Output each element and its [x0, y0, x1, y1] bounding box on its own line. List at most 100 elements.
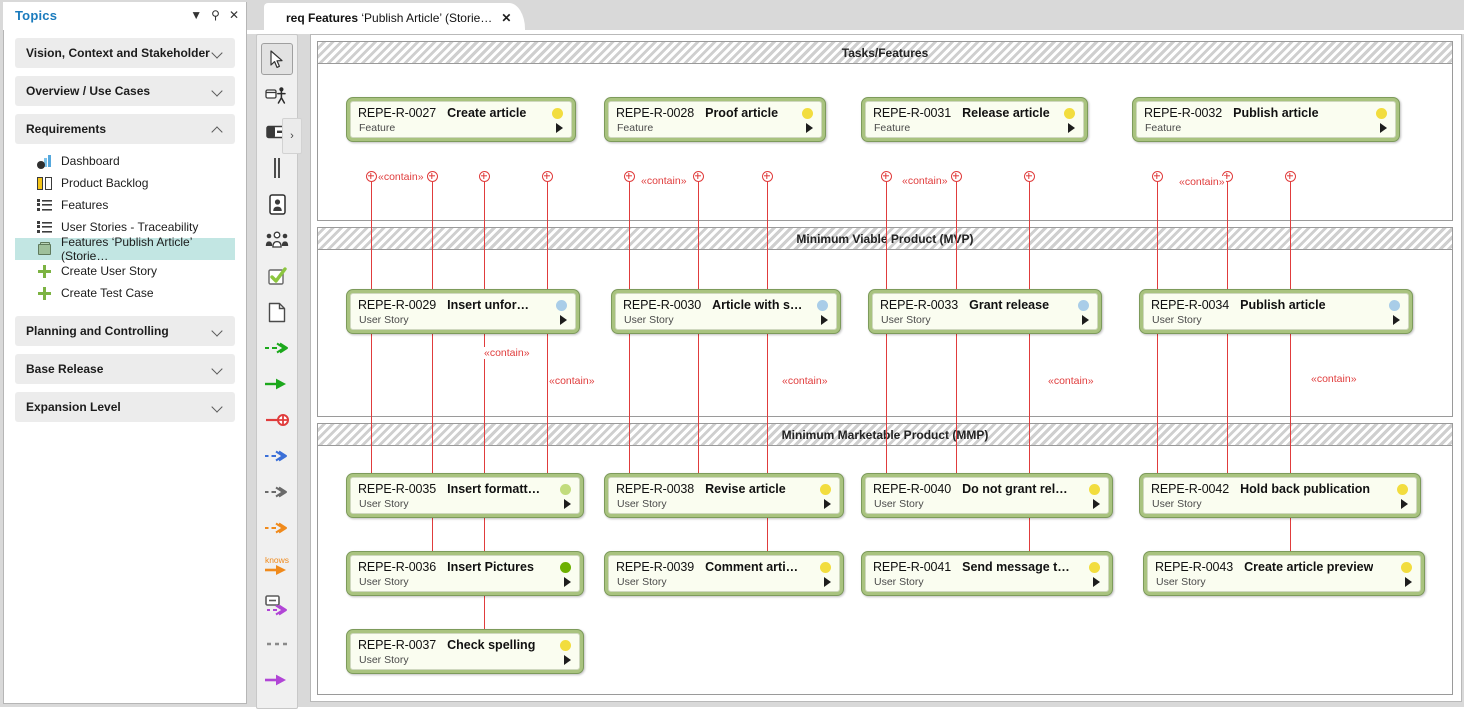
connector-anchor[interactable]	[541, 170, 553, 182]
expand-triangle-icon[interactable]	[1405, 577, 1412, 587]
connector-anchor[interactable]	[761, 170, 773, 182]
expand-triangle-icon[interactable]	[564, 577, 571, 587]
accordion-header-0[interactable]: Vision, Context and Stakeholder	[15, 38, 235, 68]
chevron-down-icon[interactable]	[213, 326, 224, 337]
expand-triangle-icon[interactable]	[564, 655, 571, 665]
accordion-header-2[interactable]: Requirements	[15, 114, 235, 144]
boundary-tool[interactable]	[262, 153, 292, 183]
expand-triangle-icon[interactable]	[556, 123, 563, 133]
actor-tool[interactable]	[262, 81, 292, 111]
orange-dashed-arrow-tool[interactable]	[262, 513, 292, 543]
close-icon[interactable]: ✕	[228, 8, 239, 22]
connector-anchor[interactable]	[426, 170, 438, 182]
expand-triangle-icon[interactable]	[1093, 577, 1100, 587]
pointer-tool[interactable]	[261, 43, 293, 75]
contain-connector[interactable]	[1029, 181, 1030, 559]
pin-icon[interactable]: ⚲	[211, 8, 220, 22]
knows-arrow-tool[interactable]: knows	[262, 549, 292, 583]
document-tab-features-publish-article[interactable]: req Features ‘Publish Article’ (Storie… …	[264, 3, 526, 33]
sidebar-item-features[interactable]: Features	[15, 194, 235, 216]
connector-anchor[interactable]	[365, 170, 377, 182]
blue-dashed-arrow-tool[interactable]	[262, 441, 292, 471]
expand-triangle-icon[interactable]	[560, 315, 567, 325]
contain-connector[interactable]	[484, 181, 485, 635]
node-name: Release article	[962, 106, 1050, 120]
expand-triangle-icon[interactable]	[1380, 123, 1387, 133]
topics-tab[interactable]: Topics	[3, 2, 155, 30]
connector-anchor[interactable]	[478, 170, 490, 182]
document-tool[interactable]	[262, 297, 292, 327]
expand-triangle-icon[interactable]	[1093, 499, 1100, 509]
dotted-line-tool[interactable]	[262, 629, 292, 659]
accordion-header-3[interactable]: Planning and Controlling	[15, 316, 235, 346]
chevron-up-icon[interactable]	[213, 124, 224, 135]
expand-triangle-icon[interactable]	[1393, 315, 1400, 325]
red-crossed-link-tool[interactable]	[262, 405, 292, 435]
group-tool[interactable]	[262, 225, 292, 255]
accordion-header-4[interactable]: Base Release	[15, 354, 235, 384]
contain-connector[interactable]	[1290, 181, 1291, 559]
connector-anchor[interactable]	[880, 170, 892, 182]
node-name: Create article preview	[1244, 560, 1374, 574]
expand-triangle-icon[interactable]	[1068, 123, 1075, 133]
chevron-down-icon[interactable]	[213, 86, 224, 97]
sidebar-item-features-publish-article-storie[interactable]: Features ‘Publish Article’ (Storie…	[15, 235, 235, 263]
expand-triangle-icon[interactable]	[824, 577, 831, 587]
sidebar-item-create-user-story[interactable]: Create User Story	[15, 260, 235, 282]
close-icon[interactable]: ✕	[501, 11, 512, 25]
contain-connector[interactable]	[767, 181, 768, 559]
expand-triangle-icon[interactable]	[1401, 499, 1408, 509]
toolbar-flyout-button[interactable]: ›	[282, 118, 302, 154]
expand-triangle-icon[interactable]	[1082, 315, 1089, 325]
grey-dashed-arrow-tool[interactable]	[262, 477, 292, 507]
connector-anchor[interactable]	[1023, 170, 1035, 182]
expand-triangle-icon[interactable]	[824, 499, 831, 509]
node-type: User Story	[1156, 576, 1206, 588]
expand-triangle-icon[interactable]	[806, 123, 813, 133]
status-badge	[820, 562, 831, 573]
expand-triangle-icon[interactable]	[564, 499, 571, 509]
connector-anchor[interactable]	[1284, 170, 1296, 182]
dropdown-icon[interactable]: ▼	[190, 8, 203, 22]
contain-connector[interactable]	[432, 181, 433, 559]
connector-anchor[interactable]	[950, 170, 962, 182]
accordion-header-1[interactable]: Overview / Use Cases	[15, 76, 235, 106]
dashed-green-arrow-tool[interactable]	[262, 333, 292, 363]
sidebar-item-dashboard[interactable]: Dashboard	[15, 150, 235, 172]
connector-anchor[interactable]	[692, 170, 704, 182]
stakeholder-tool[interactable]	[262, 189, 292, 219]
test-case-tool[interactable]	[262, 261, 292, 291]
chevron-down-icon[interactable]	[213, 364, 224, 375]
purple-note-arrow-tool[interactable]	[262, 589, 292, 623]
expand-triangle-icon[interactable]	[821, 315, 828, 325]
green-arrow-tool[interactable]	[262, 369, 292, 399]
sidebar-item-product-backlog[interactable]: Product Backlog	[15, 172, 235, 194]
sidebar-item-create-test-case[interactable]: Create Test Case	[15, 282, 235, 304]
sidebar-item-user-stories-traceability[interactable]: User Stories - Traceability	[15, 216, 235, 238]
purple-arrow-tool[interactable]	[262, 665, 292, 695]
accordion-header-5[interactable]: Expansion Level	[15, 392, 235, 422]
chevron-down-icon[interactable]	[213, 48, 224, 59]
chevron-down-icon[interactable]	[213, 402, 224, 413]
connector-anchor[interactable]	[1151, 170, 1163, 182]
connector-anchor[interactable]	[623, 170, 635, 182]
node-name: Create article	[447, 106, 527, 120]
